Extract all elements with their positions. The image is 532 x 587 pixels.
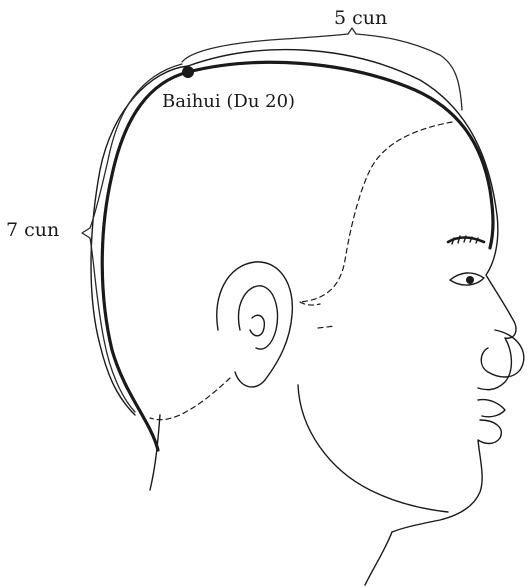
temple-dots [318,326,335,328]
baihui-point-label: Baihui (Du 20) [162,91,295,112]
side-measure-label: 7 cun [6,219,59,241]
occipital-hairline-dashed [150,378,230,420]
ear-outer [217,262,293,387]
baihui-point-marker [182,66,194,78]
eye-pupil [466,276,474,284]
top-measure-label: 5 cun [334,7,387,29]
ear-inner [239,286,278,349]
neck-front-outline [365,532,392,585]
jaw-outline [298,385,448,512]
neck-back-outline [150,415,160,490]
hairline-dashed [300,122,452,302]
du-meridian-line [102,62,493,450]
head-back-outline [91,66,188,415]
sideburn-dashed [300,302,320,305]
nose-outline [481,330,524,377]
ear-canal [250,315,264,336]
